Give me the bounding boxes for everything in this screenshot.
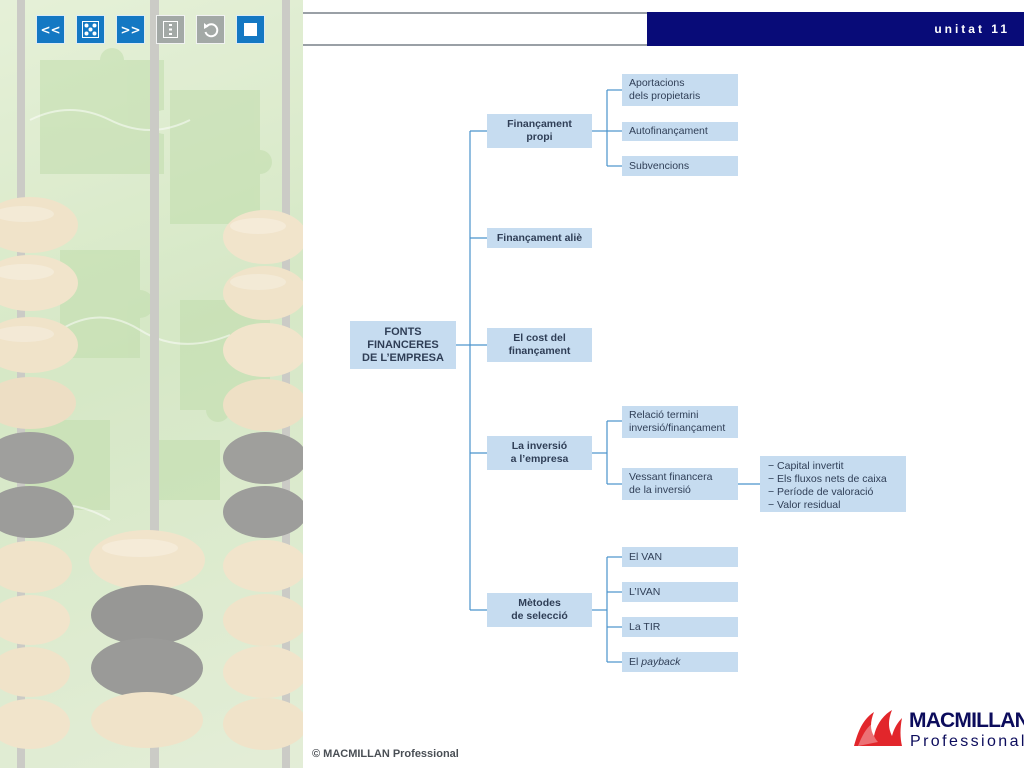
abacus-illustration [0, 0, 303, 768]
undo-arrow-icon [203, 22, 218, 37]
previous-icon: << [40, 22, 61, 37]
leaf-node-van: El VAN [622, 547, 738, 567]
exit-button[interactable] [236, 15, 265, 44]
copyright-text: © MACMILLAN Professional [312, 748, 459, 760]
macmillan-flame-icon [854, 710, 902, 746]
leaf-node-tir: La TIR [622, 617, 738, 637]
back-button[interactable] [196, 15, 225, 44]
next-icon: >> [120, 22, 141, 37]
list-index-icon [163, 21, 178, 38]
leaf-node-autofinancament: Autofinançament [622, 122, 738, 141]
detail-node-vessant-list: − Capital invertit − Els fluxos nets de … [760, 456, 906, 512]
branch-node-financament-propi: Finançament propi [487, 114, 592, 148]
home-button[interactable] [76, 15, 105, 44]
detail-item: − Valor residual [768, 499, 841, 511]
branch-node-cost-financament: El cost del finançament [487, 328, 592, 362]
leaf-node-subvencions: Subvencions [622, 156, 738, 176]
branch-node-metodes-seleccio: Mètodes de selecció [487, 593, 592, 627]
leaf-node-aportacions: Aportacions dels propietaris [622, 74, 738, 106]
detail-item: − Capital invertit [768, 460, 844, 472]
logo-subtitle: Professional [910, 733, 1024, 750]
stop-square-icon [244, 23, 257, 36]
previous-button[interactable]: << [36, 15, 65, 44]
next-button[interactable]: >> [116, 15, 145, 44]
leaf-node-ivan: L’IVAN [622, 582, 738, 602]
navigation-toolbar: << >> [36, 15, 265, 44]
decorative-abacus-image [0, 0, 303, 768]
unit-label: unitat 11 [934, 22, 1010, 36]
leaf-node-vessant-financera: Vessant financera de la inversió [622, 468, 738, 500]
index-button[interactable] [156, 15, 185, 44]
image-fade-overlay [0, 0, 303, 768]
detail-item: − Període de valoració [768, 486, 874, 498]
payback-word: payback [641, 655, 681, 668]
leaf-node-payback: El payback [622, 652, 738, 672]
leaf-node-relacio-termini: Relació termini inversió/finançament [622, 406, 738, 438]
logo-name: MACMILLAN [909, 709, 1024, 732]
unit-header: unitat 11 [647, 12, 1024, 46]
header-rule [303, 12, 647, 46]
branch-node-inversio-empresa: La inversió a l’empresa [487, 436, 592, 470]
detail-item: − Els fluxos nets de caixa [768, 473, 887, 485]
macmillan-logo: MACMILLAN Professional [852, 706, 1024, 754]
branch-node-financament-alie: Finançament aliè [487, 228, 592, 248]
root-node-fonts-financeres: FONTS FINANCERES DE L’EMPRESA [350, 321, 456, 369]
dice-grid-icon [82, 21, 99, 38]
payback-prefix: El [629, 655, 642, 668]
